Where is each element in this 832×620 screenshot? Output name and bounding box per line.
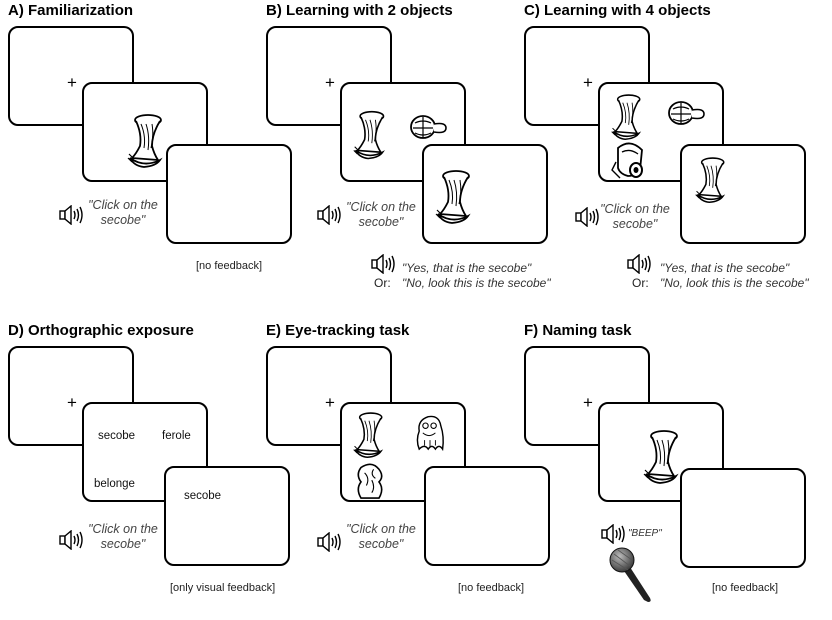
word-option: ferole [162, 430, 191, 442]
ghost-object-icon [416, 415, 444, 450]
secobe-object-icon [352, 110, 385, 160]
microphone-icon [609, 547, 651, 602]
word-option: belonge [94, 478, 135, 490]
panel-orthographic-exposure: D) Orthographic exposure + secobe ferole… [0, 320, 290, 620]
secobe-object-icon [352, 412, 383, 459]
speaker-icon [371, 254, 395, 274]
fixation-cross: + [325, 393, 335, 412]
feedback-screen [424, 466, 550, 566]
fixation-cross: + [583, 73, 593, 92]
caption-line-2: secobe" [100, 213, 146, 227]
secobe-object-icon [435, 170, 470, 224]
feedback-screen [680, 468, 806, 568]
feedback-screen [680, 144, 806, 244]
panel-title: E) Eye-tracking task [266, 322, 410, 339]
feedback-screen [422, 144, 548, 244]
panel-title: C) Learning with 4 objects [524, 2, 711, 19]
secobe-object-icon [127, 114, 162, 168]
speaker-icon [627, 254, 651, 274]
secobe-object-icon [610, 94, 641, 141]
fixation-screen: + [8, 26, 134, 126]
speaker-icon [59, 205, 83, 225]
cup-object-icon [611, 142, 643, 179]
audio-caption: "Click on the secobe" [84, 198, 162, 228]
feedback-screen: secobe [164, 466, 290, 566]
caption-line-2: secobe" [100, 537, 146, 551]
caption-line-1: "Click on the [346, 200, 416, 214]
fixation-cross: + [325, 73, 335, 92]
panel-learning-2-objects: B) Learning with 2 objects + "Click on t… [258, 0, 551, 300]
fixation-cross: + [67, 73, 77, 92]
stimulus-screen [82, 82, 208, 182]
panel-learning-4-objects: C) Learning with 4 objects + "Click on t… [516, 0, 809, 300]
panel-title: D) Orthographic exposure [8, 322, 194, 339]
audio-caption: "Click on the secobe" [342, 522, 420, 552]
feedback-label: [no feedback] [196, 260, 263, 272]
beep-label: "BEEP" [628, 528, 662, 539]
lens-object-icon [668, 101, 705, 125]
feedback-label: [no feedback] [712, 582, 779, 594]
positive-feedback-line: "Yes, that is the secobe" [660, 261, 790, 275]
secobe-object-icon [643, 430, 678, 484]
speaker-icon [59, 530, 83, 550]
target-word: secobe [184, 490, 222, 502]
feedback-label: [only visual feedback] [170, 582, 276, 594]
panel-title: F) Naming task [524, 322, 632, 339]
speaker-icon [317, 532, 341, 552]
caption-line-1: "Click on the [88, 198, 158, 212]
feedback-screen [166, 144, 292, 244]
caption-line-2: secobe" [358, 215, 404, 229]
audio-caption: "Click on the secobe" [596, 202, 674, 232]
lens-object-icon [410, 115, 447, 139]
caption-line-1: "Click on the [600, 202, 670, 216]
fixation-cross: + [583, 393, 593, 412]
secobe-object-icon [694, 157, 725, 204]
audio-caption: "Click on the secobe" [84, 522, 162, 552]
word-option: secobe [98, 430, 136, 442]
caption-line-2: secobe" [358, 537, 404, 551]
panel-naming-task: F) Naming task + "BEEP" [no feedback] [516, 320, 806, 620]
panel-eye-tracking-task: E) Eye-tracking task + "Click on the sec… [258, 320, 550, 620]
panel-familiarization: A) Familiarization + "Click on the secob… [0, 0, 292, 300]
caption-line-2: secobe" [612, 217, 658, 231]
fixation-cross: + [67, 393, 77, 412]
negative-feedback-line: "No, look this is the secobe" [660, 276, 809, 290]
or-label: Or: [374, 276, 391, 290]
panel-title: A) Familiarization [8, 2, 134, 19]
negative-feedback-line: "No, look this is the secobe" [402, 276, 551, 290]
blob-object-icon [357, 463, 383, 499]
or-label: Or: [632, 276, 649, 290]
positive-feedback-line: "Yes, that is the secobe" [402, 261, 532, 275]
feedback-label: [no feedback] [458, 582, 525, 594]
panel-title: B) Learning with 2 objects [266, 2, 453, 19]
audio-caption: "Click on the secobe" [342, 200, 420, 230]
speaker-icon [317, 205, 341, 225]
caption-line-1: "Click on the [88, 522, 158, 536]
caption-line-1: "Click on the [346, 522, 416, 536]
speaker-icon [601, 524, 625, 544]
